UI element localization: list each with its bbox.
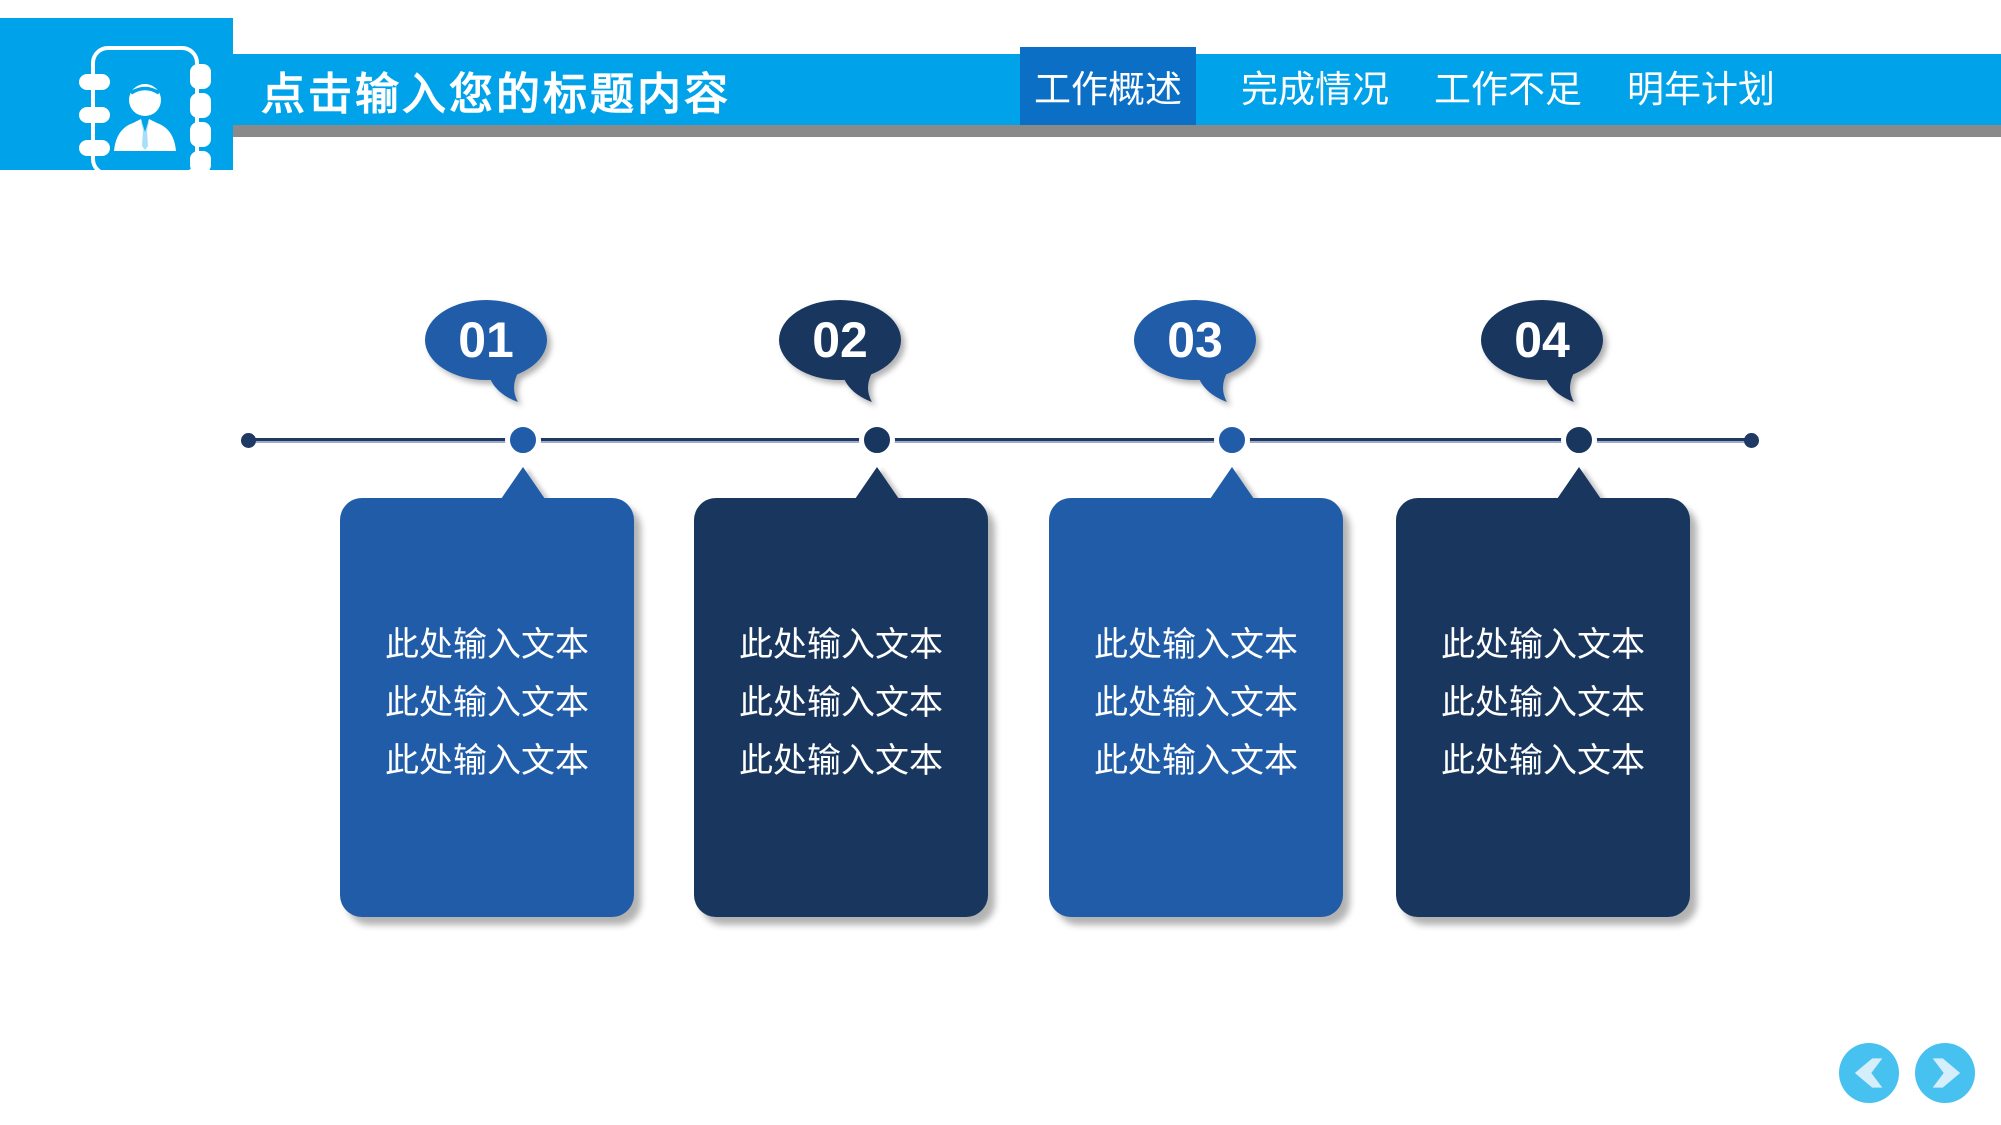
chevron-left-icon xyxy=(1854,1058,1882,1088)
chevron-right-icon xyxy=(1932,1058,1960,1088)
page-title[interactable]: 点击输入您的标题内容 xyxy=(261,69,731,119)
text-card[interactable]: 此处输入文本 此处输入文本 此处输入文本 xyxy=(1396,498,1690,917)
card-text-line: 此处输入文本 xyxy=(739,741,943,780)
bubble-number: 03 xyxy=(1167,312,1223,368)
prev-slide-button[interactable] xyxy=(1839,1043,1899,1103)
text-card[interactable]: 此处输入文本 此处输入文本 此处输入文本 xyxy=(694,498,988,917)
card-text-line: 此处输入文本 xyxy=(1441,741,1645,780)
timeline-dot xyxy=(1561,422,1597,458)
logo-block xyxy=(0,18,233,176)
card-pointer xyxy=(1210,467,1254,499)
card-pointer xyxy=(1557,467,1601,499)
card-text-line: 此处输入文本 xyxy=(739,625,943,664)
card-text-line: 此处输入文本 xyxy=(1094,683,1298,722)
timeline-endcap-right xyxy=(1744,433,1759,448)
card-text-line: 此处输入文本 xyxy=(385,683,589,722)
card-text-line: 此处输入文本 xyxy=(385,741,589,780)
contact-book-person-icon xyxy=(79,46,211,176)
number-bubble-icon: 04 xyxy=(1481,300,1603,402)
card-pointer xyxy=(501,467,545,499)
card-text-line: 此处输入文本 xyxy=(1441,683,1645,722)
timeline-endcap-left xyxy=(241,433,256,448)
card-pointer xyxy=(855,467,899,499)
header-shadow-strip xyxy=(233,125,2001,137)
next-slide-button[interactable] xyxy=(1915,1043,1975,1103)
bubble-number: 04 xyxy=(1514,312,1570,368)
card-text-line: 此处输入文本 xyxy=(1094,625,1298,664)
bubble-number: 01 xyxy=(458,312,514,368)
timeline-dot xyxy=(1214,422,1250,458)
card-text-line: 此处输入文本 xyxy=(1094,741,1298,780)
tab-completion-status[interactable]: 完成情况 xyxy=(1241,69,1389,110)
number-bubble-icon: 02 xyxy=(779,300,901,402)
timeline-dot xyxy=(505,422,541,458)
bubble-number: 02 xyxy=(812,312,868,368)
header-nav-tabs: 工作概述 完成情况 工作不足 明年计划 xyxy=(1020,47,1775,125)
number-bubble-icon: 01 xyxy=(425,300,547,402)
card-text-line: 此处输入文本 xyxy=(1441,625,1645,664)
text-card[interactable]: 此处输入文本 此处输入文本 此处输入文本 xyxy=(1049,498,1343,917)
card-text-line: 此处输入文本 xyxy=(739,683,943,722)
timeline-dot xyxy=(859,422,895,458)
text-card[interactable]: 此处输入文本 此处输入文本 此处输入文本 xyxy=(340,498,634,917)
card-text-line: 此处输入文本 xyxy=(385,625,589,664)
timeline-line xyxy=(244,438,1755,443)
tab-work-overview[interactable]: 工作概述 xyxy=(1020,47,1196,125)
tab-work-shortcomings[interactable]: 工作不足 xyxy=(1434,69,1582,110)
number-bubble-icon: 03 xyxy=(1134,300,1256,402)
tab-next-year-plan[interactable]: 明年计划 xyxy=(1627,69,1775,110)
